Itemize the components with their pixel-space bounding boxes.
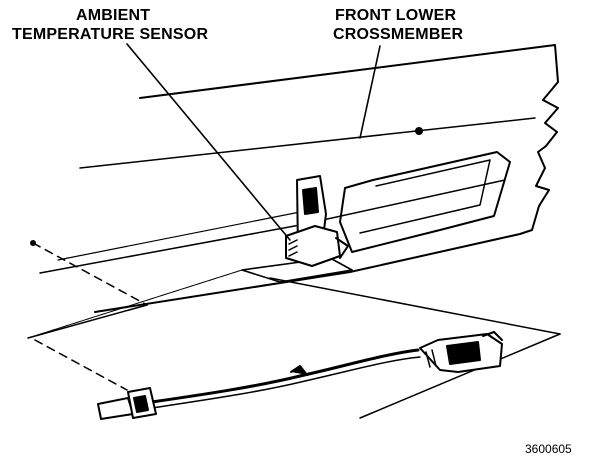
crossmember-flange-line xyxy=(79,117,536,169)
crossmember-lower-lip xyxy=(39,179,506,274)
harness-plug-shade xyxy=(133,395,149,413)
projection-right-lower xyxy=(359,333,561,419)
projection-left-to-plate xyxy=(27,269,243,339)
harness-connector-ribs xyxy=(425,349,437,368)
sensor-connector-block xyxy=(285,225,341,267)
bracket-pocket xyxy=(339,151,511,253)
leader-crossmember xyxy=(359,45,381,139)
harness-clip xyxy=(290,365,308,376)
sensor-label-line2: TEMPERATURE SENSOR xyxy=(12,26,209,43)
bracket-inner xyxy=(359,159,491,234)
crossmember-lower-lip-2 xyxy=(57,211,301,261)
sensor-label-line1: AMBIENT xyxy=(76,7,151,24)
harness-connector-tab xyxy=(482,331,503,341)
harness-plug xyxy=(97,397,134,420)
crossmember-bolt-hole xyxy=(415,127,423,135)
figure-code: 3600605 xyxy=(525,442,572,456)
projection-dashed-lower xyxy=(34,339,128,391)
projection-right-upper xyxy=(269,277,561,335)
harness-wire-2 xyxy=(151,356,421,409)
left-reference-dot xyxy=(30,240,36,246)
projection-solid-left xyxy=(27,304,148,339)
harness-wire xyxy=(150,348,420,404)
sensor-upright-shade xyxy=(302,187,319,215)
sensor-clip xyxy=(335,237,349,259)
harness-connector-shade xyxy=(446,341,481,365)
crossmember-label-line1: FRONT LOWER xyxy=(335,7,457,24)
leader-sensor xyxy=(126,43,291,241)
crossmember-outline xyxy=(94,44,559,313)
crossmember-label-line2: CROSSMEMBER xyxy=(333,26,464,43)
sensor-ribs xyxy=(288,239,298,257)
projection-dashed-left xyxy=(32,242,148,306)
